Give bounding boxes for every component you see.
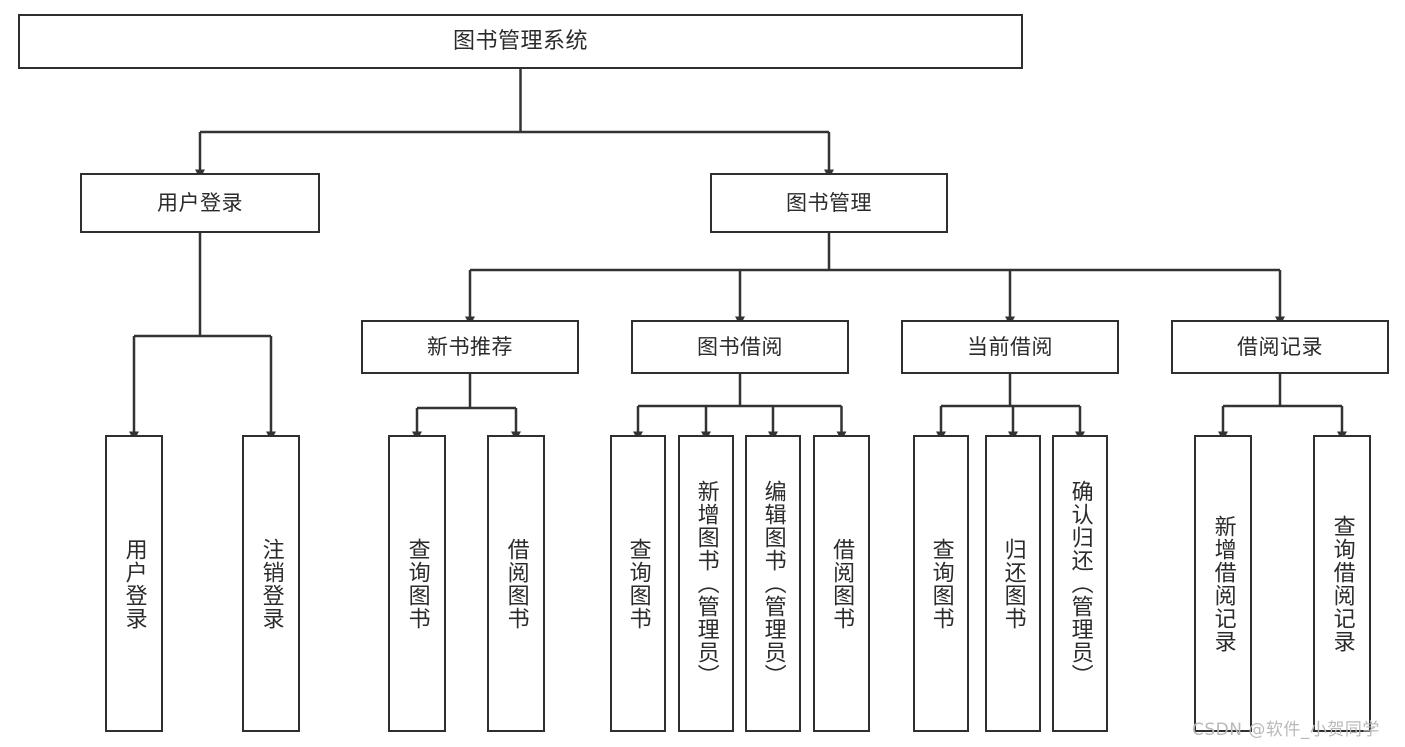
node-label: 编辑图书（管理员）: [760, 480, 786, 687]
node-leaf-query-record[interactable]: 查询借阅记录: [1313, 435, 1371, 732]
node-label: 查询借阅记录: [1329, 514, 1355, 653]
node-new-book-rec[interactable]: 新书推荐: [361, 320, 579, 374]
node-current-borrow[interactable]: 当前借阅: [901, 320, 1119, 374]
node-leaf-add-book[interactable]: 新增图书（管理员）: [678, 435, 734, 732]
node-leaf-borrow-book-rec[interactable]: 借阅图书: [487, 435, 545, 732]
node-leaf-edit-book[interactable]: 编辑图书（管理员）: [745, 435, 801, 732]
node-label: 当前借阅: [967, 334, 1053, 359]
node-leaf-confirm-return[interactable]: 确认归还（管理员）: [1052, 435, 1108, 732]
node-label: 查询图书: [928, 537, 954, 630]
node-label: 图书管理系统: [452, 28, 588, 54]
node-label: 查询图书: [404, 537, 430, 630]
node-label: 用户登录: [157, 190, 243, 215]
node-label: 借阅图书: [829, 537, 855, 630]
node-leaf-return-book[interactable]: 归还图书: [985, 435, 1041, 732]
node-label: 借阅记录: [1237, 334, 1323, 359]
node-leaf-borrow-book[interactable]: 借阅图书: [813, 435, 870, 732]
node-label: 注销登录: [258, 537, 284, 630]
node-label: 借阅图书: [503, 537, 529, 630]
node-label: 新增借阅记录: [1210, 514, 1236, 653]
node-label: 图书借阅: [697, 334, 783, 359]
node-leaf-logout[interactable]: 注销登录: [242, 435, 300, 732]
node-label: 新增图书（管理员）: [693, 480, 719, 687]
node-leaf-add-record[interactable]: 新增借阅记录: [1194, 435, 1252, 732]
node-label: 查询图书: [625, 537, 651, 630]
node-borrow-record[interactable]: 借阅记录: [1171, 320, 1389, 374]
node-root[interactable]: 图书管理系统: [18, 14, 1023, 69]
node-user-login[interactable]: 用户登录: [80, 173, 320, 233]
node-leaf-query-book-cur[interactable]: 查询图书: [913, 435, 969, 732]
node-label: 确认归还（管理员）: [1067, 480, 1093, 687]
node-book-borrow[interactable]: 图书借阅: [631, 320, 849, 374]
node-leaf-query-book[interactable]: 查询图书: [610, 435, 666, 732]
node-label: 用户登录: [121, 537, 147, 630]
node-label: 归还图书: [1000, 537, 1026, 630]
node-leaf-user-login[interactable]: 用户登录: [105, 435, 163, 732]
node-leaf-query-book-rec[interactable]: 查询图书: [388, 435, 446, 732]
node-book-manage[interactable]: 图书管理: [710, 173, 948, 233]
node-label: 图书管理: [786, 190, 872, 215]
node-label: 新书推荐: [427, 334, 513, 359]
